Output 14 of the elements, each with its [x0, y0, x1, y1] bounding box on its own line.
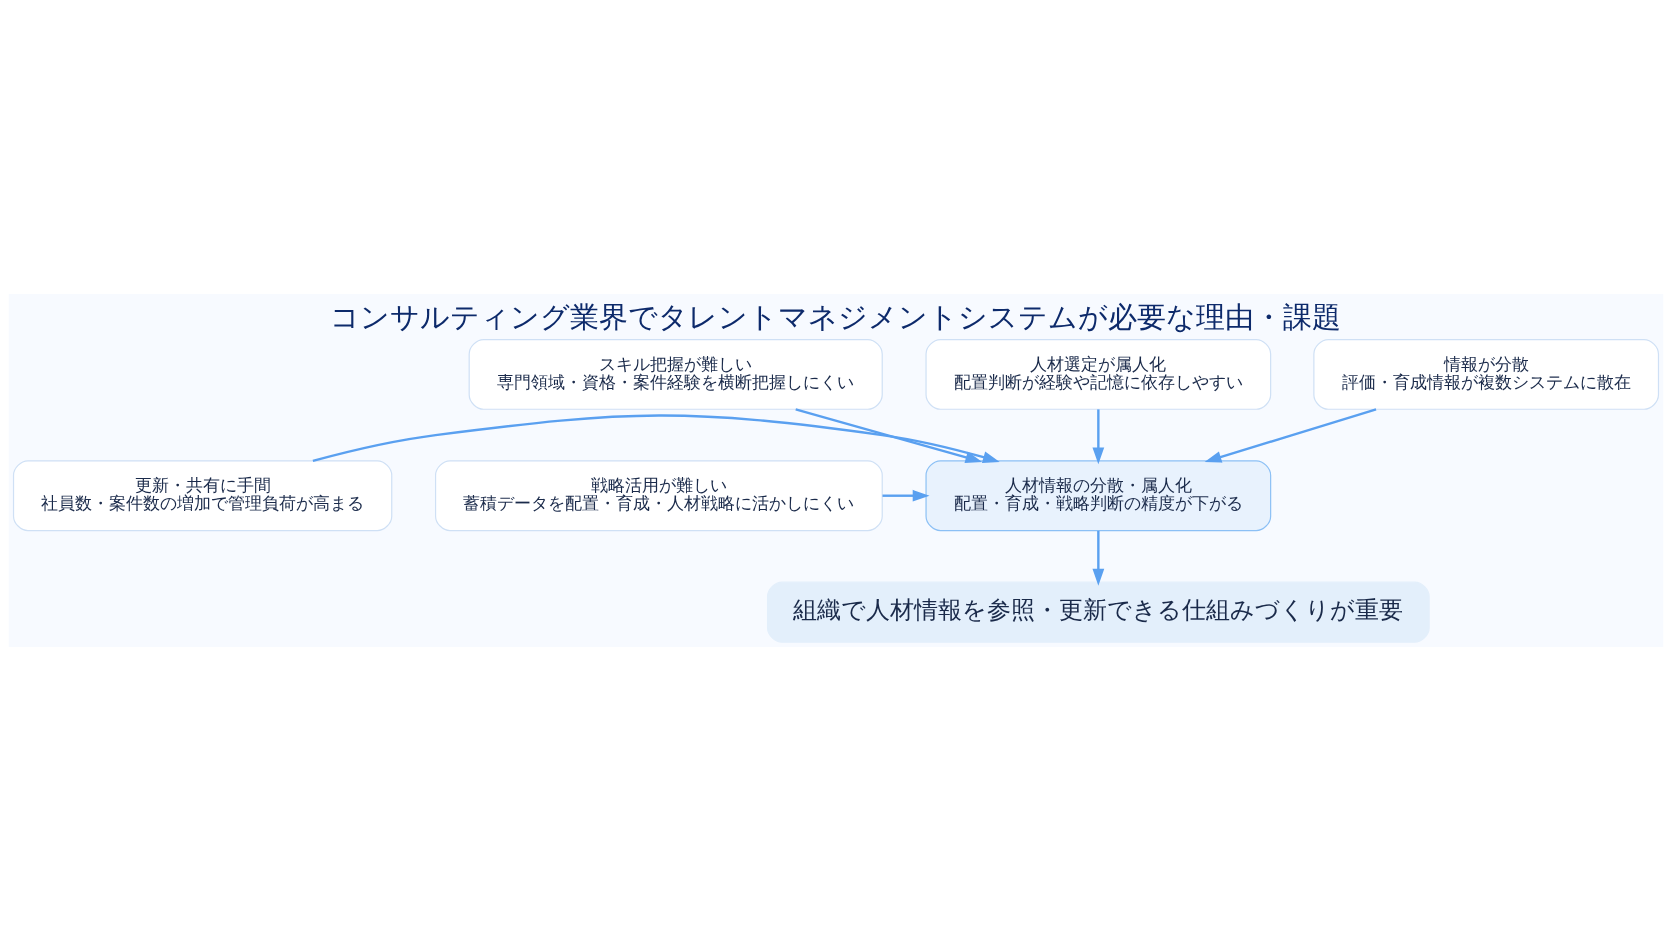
- node-box: 戦略活用が難しい 蓄積データを配置・育成・人材戦略に活かしにくい: [434, 460, 883, 532]
- node-box: 人材選定が属人化 配置判断が経験や記憶に依存しやすい: [925, 339, 1272, 410]
- diagram-title: コンサルティング業界でタレントマネジメントシステムが必要な理由・課題: [330, 299, 1342, 334]
- node-box: 更新・共有に手間 社員数・案件数の増加で管理負荷が高まる: [12, 460, 393, 532]
- node-box: スキル把握が難しい 専門領域・資格・案件経験を横断把握しにくい: [468, 339, 883, 410]
- node-box: 組織で人材情報を参照・更新できる仕組みづくりが重要: [766, 581, 1430, 643]
- arrow: [1092, 409, 1105, 465]
- node-box: 人材情報の分散・属人化 配置・育成・戦略判断の精度が下がる: [925, 460, 1272, 532]
- arrow: [795, 408, 983, 463]
- arrow: [882, 489, 930, 502]
- arrow: [1092, 530, 1105, 586]
- node-box: 情報が分散 評価・育成情報が複数システムに散在: [1313, 339, 1660, 410]
- arrow: [1204, 408, 1377, 463]
- arrow: [312, 414, 1000, 463]
